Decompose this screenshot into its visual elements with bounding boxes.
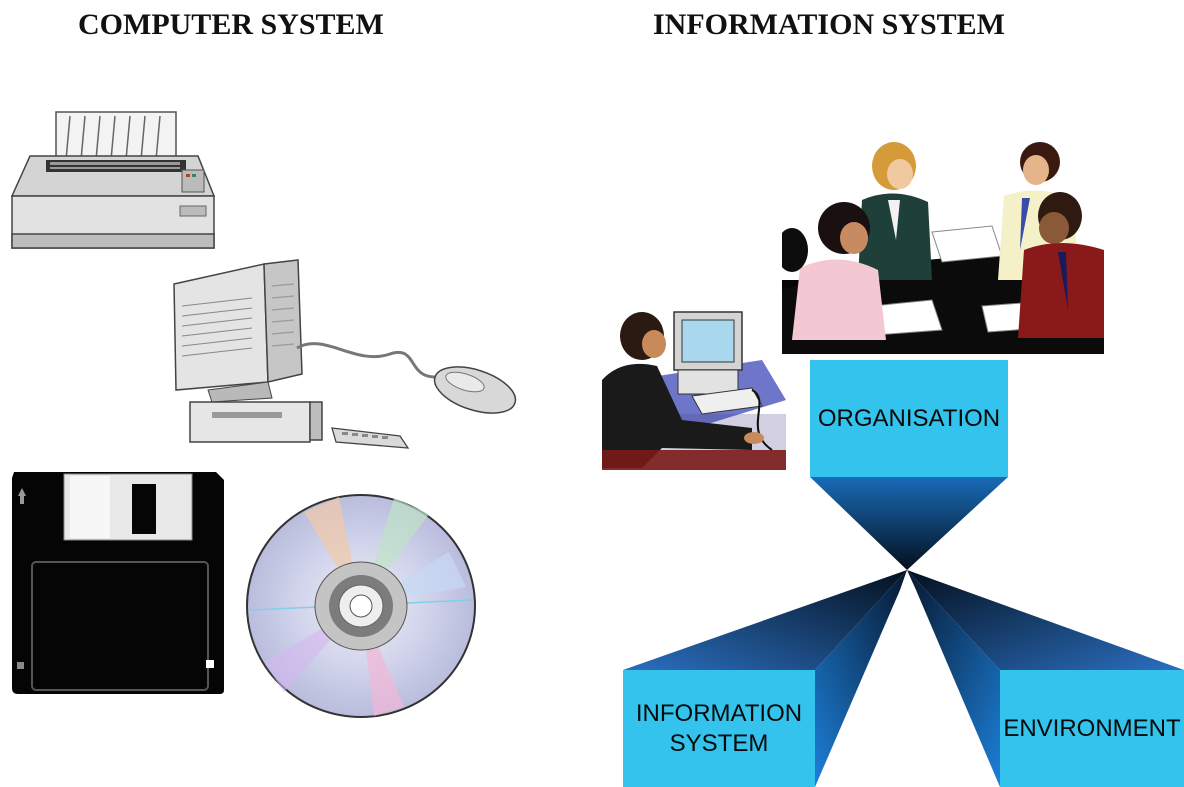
cd-icon [246,494,476,718]
information-system-box: INFORMATION SYSTEM [623,670,815,787]
connector-beams [623,477,1184,787]
environment-box: ENVIRONMENT [1000,670,1184,787]
information-system-label: INFORMATION SYSTEM [636,699,802,759]
organisation-box: ORGANISATION [810,360,1008,477]
computer-user-icon [602,311,786,470]
information-system-label-line1: INFORMATION [635,699,803,727]
organisation-label: ORGANISATION [817,404,1001,432]
floppy-disk-icon [12,472,224,694]
information-system-label-line2: SYSTEM [669,729,769,757]
meeting-group-icon [782,142,1104,354]
environment-label: ENVIRONMENT [1003,714,1181,742]
printer-icon [10,111,216,249]
information-system-heading: INFORMATION SYSTEM [653,8,1005,41]
computer-icon [173,259,323,443]
mouse-icon [296,342,517,414]
computer-system-heading: COMPUTER SYSTEM [78,8,384,41]
keyboard-icon [331,427,410,449]
